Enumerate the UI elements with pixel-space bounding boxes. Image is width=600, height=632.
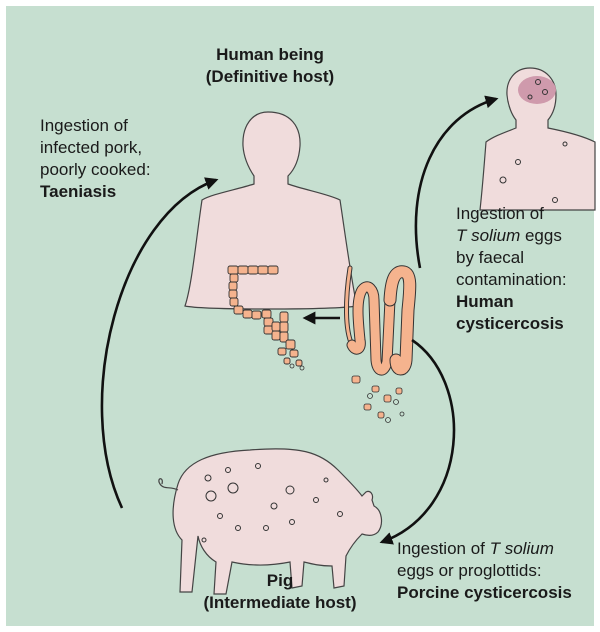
human-cysticercosis-label: Ingestion of T solium eggs by faecal con… bbox=[456, 203, 596, 335]
human-cyst-disease-2: cysticercosis bbox=[456, 314, 564, 333]
human-cyst-eggs: eggs bbox=[520, 226, 562, 245]
tapeworm-coiled bbox=[346, 268, 409, 370]
human-host-role: (Definitive host) bbox=[206, 67, 334, 86]
pig-host-label: Pig (Intermediate host) bbox=[180, 570, 380, 614]
human-torso-figure bbox=[185, 112, 357, 309]
human-host-label: Human being (Definitive host) bbox=[170, 44, 370, 88]
human-cyst-line-3: by faecal bbox=[456, 248, 524, 267]
human-cyst-line-1: Ingestion of bbox=[456, 204, 544, 223]
pig-host-name: Pig bbox=[267, 571, 293, 590]
pig-host-role: (Intermediate host) bbox=[203, 593, 356, 612]
porcine-cyst-prefix: Ingestion of bbox=[397, 539, 490, 558]
human-cyst-species: T solium bbox=[456, 226, 520, 245]
taeniasis-line-1: Ingestion of bbox=[40, 116, 128, 135]
taeniasis-disease: Taeniasis bbox=[40, 182, 116, 201]
taeniasis-label: Ingestion of infected pork, poorly cooke… bbox=[40, 115, 210, 203]
porcine-cyst-line-2: eggs or proglottids: bbox=[397, 561, 542, 580]
porcine-cysticercosis-label: Ingestion of T solium eggs or proglottid… bbox=[397, 538, 597, 604]
human-cyst-line-4: contamination: bbox=[456, 270, 567, 289]
human-cyst-disease-1: Human bbox=[456, 292, 514, 311]
taeniasis-line-2: infected pork, bbox=[40, 138, 142, 157]
pig-tail bbox=[159, 479, 178, 490]
porcine-cyst-species: T solium bbox=[490, 539, 554, 558]
taeniasis-line-3: poorly cooked: bbox=[40, 160, 151, 179]
porcine-cyst-disease: Porcine cysticercosis bbox=[397, 583, 572, 602]
human-host-name: Human being bbox=[216, 45, 324, 64]
